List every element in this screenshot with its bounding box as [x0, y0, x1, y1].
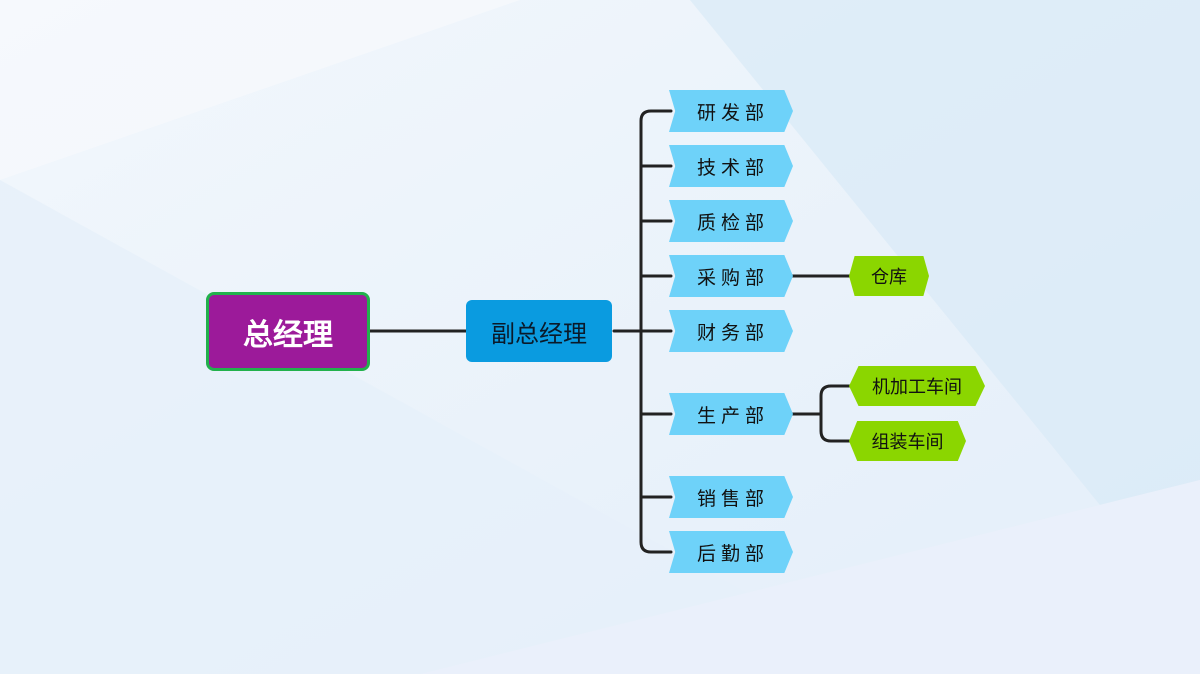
department-label: 生产部: [696, 404, 769, 427]
department-label: 研发部: [696, 101, 769, 124]
department-node-sales: 销售部: [669, 476, 793, 518]
sub-unit-node-assembly-workshop: 组装车间: [849, 421, 966, 461]
ceo-node: 总经理: [206, 292, 370, 371]
department-node-finance: 财务部: [669, 310, 793, 352]
department-label: 采购部: [696, 266, 769, 289]
department-node-purchasing: 采购部: [669, 255, 793, 297]
sub-unit-node-warehouse: 仓库: [849, 256, 929, 296]
department-label: 后勤部: [696, 542, 769, 565]
vice-president-label: 副总经理: [491, 319, 587, 348]
department-label: 财务部: [696, 321, 769, 344]
department-node-production: 生产部: [669, 393, 793, 435]
department-label: 技术部: [696, 156, 769, 179]
vice-president-node: 副总经理: [466, 300, 612, 362]
department-node-logistics: 后勤部: [669, 531, 793, 573]
sub-unit-label: 组装车间: [871, 432, 944, 453]
department-node-qc: 质检部: [669, 200, 793, 242]
sub-unit-label: 机加工车间: [872, 377, 962, 398]
sub-unit-node-machining-workshop: 机加工车间: [849, 366, 985, 406]
department-node-tech: 技术部: [669, 145, 793, 187]
department-node-rd: 研发部: [669, 90, 793, 132]
department-label: 销售部: [696, 487, 769, 510]
sub-unit-label: 仓库: [871, 267, 907, 288]
ceo-label: 总经理: [243, 317, 333, 353]
department-label: 质检部: [696, 211, 769, 234]
